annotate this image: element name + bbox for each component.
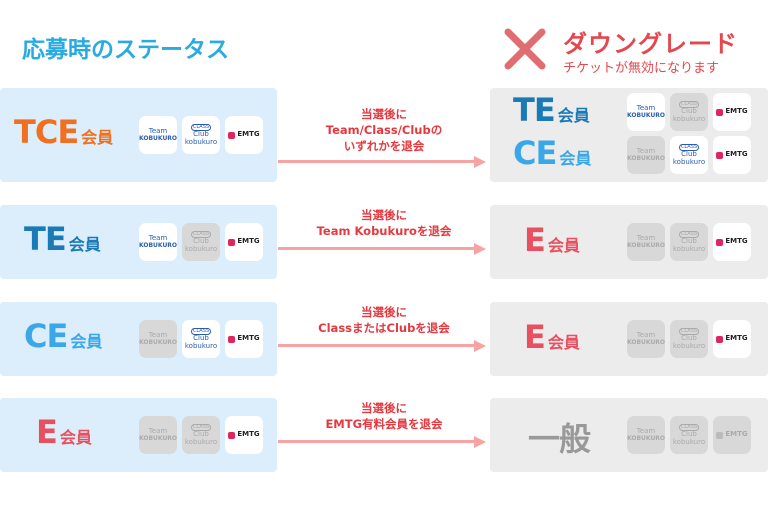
membership-label: 一般 bbox=[528, 414, 593, 460]
arrow-condition-text: ClassまたはClubを退会 bbox=[318, 321, 450, 335]
membership-code: CE bbox=[513, 134, 557, 172]
membership-suffix: 会員 bbox=[547, 236, 580, 255]
membership-code: E bbox=[524, 221, 546, 259]
membership-suffix: 会員 bbox=[557, 106, 590, 125]
membership-code: E bbox=[524, 318, 546, 356]
membership-suffix: 会員 bbox=[59, 428, 92, 447]
arrow-condition-text: Team/Class/Clubの bbox=[325, 123, 443, 137]
arrow-condition-text: いずれかを退会 bbox=[343, 139, 425, 153]
arrow-condition-text: 当選後に bbox=[361, 208, 407, 222]
emtg-icon: EMTG bbox=[713, 136, 751, 174]
membership-code: CE bbox=[24, 317, 68, 355]
cross-icon bbox=[504, 28, 546, 70]
emtg-icon: EMTG bbox=[225, 116, 263, 154]
downgrade-subtext: チケットが無効になります bbox=[563, 61, 720, 76]
membership-code: TCE bbox=[14, 113, 79, 151]
membership-suffix: 会員 bbox=[68, 235, 101, 254]
emtg-icon: EMTG bbox=[225, 223, 263, 261]
page-title: 応募時のステータス bbox=[22, 37, 229, 63]
emtg-icon: EMTG bbox=[713, 416, 751, 454]
membership-code: TE bbox=[513, 91, 556, 129]
arrow-condition-text: 当選後に bbox=[361, 107, 407, 121]
membership-code: E bbox=[36, 413, 58, 451]
emtg-icon: EMTG bbox=[225, 416, 263, 454]
membership-suffix: 会員 bbox=[81, 128, 114, 147]
arrow-condition-text: 当選後に bbox=[361, 401, 407, 415]
membership-suffix: 会員 bbox=[70, 332, 103, 351]
membership-code: 一般 bbox=[528, 420, 591, 458]
downgrade-heading: ダウングレード bbox=[563, 30, 738, 58]
arrow-condition-text: EMTG有料会員を退会 bbox=[325, 417, 443, 431]
emtg-icon: EMTG bbox=[713, 320, 751, 358]
emtg-icon: EMTG bbox=[225, 320, 263, 358]
arrow-condition-text: Team Kobukuroを退会 bbox=[316, 224, 452, 238]
membership-suffix: 会員 bbox=[559, 149, 592, 168]
membership-suffix: 会員 bbox=[547, 333, 580, 352]
membership-code: TE bbox=[24, 220, 67, 258]
emtg-icon: EMTG bbox=[713, 223, 751, 261]
arrow-condition-text: 当選後に bbox=[361, 305, 407, 319]
emtg-icon: EMTG bbox=[713, 93, 751, 131]
